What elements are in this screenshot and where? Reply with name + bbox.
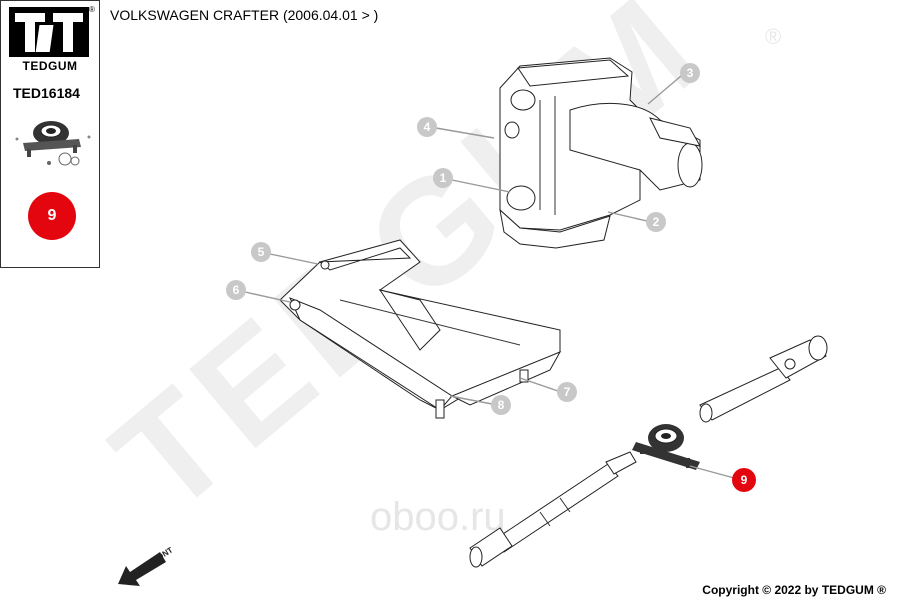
callout-7[interactable]: 7 — [519, 377, 577, 402]
callout-7-label: 7 — [564, 385, 571, 399]
callout-8[interactable]: 8 — [449, 395, 511, 415]
callout-9[interactable]: 9 — [689, 465, 756, 492]
copyright-notice: Copyright © 2022 by TEDGUM ® — [702, 583, 886, 597]
callout-9-label: 9 — [741, 473, 748, 487]
highlight-badge[interactable]: 9 — [28, 192, 76, 240]
tedgum-logo-icon — [9, 7, 89, 57]
callout-5-label: 5 — [258, 245, 265, 259]
callout-4-label: 4 — [424, 120, 431, 134]
engine-assembly — [499, 57, 703, 249]
callout-8-label: 8 — [498, 398, 505, 412]
brand-name: TEDGUM — [22, 59, 78, 73]
front-direction-arrow-icon: FRONT — [118, 545, 175, 586]
callout-3-label: 3 — [687, 66, 694, 80]
front-prop-shaft — [469, 451, 637, 568]
callout-2-label: 2 — [653, 215, 660, 229]
callout-2[interactable]: 2 — [607, 211, 666, 232]
center-bearing-part[interactable] — [632, 424, 700, 470]
callout-6-label: 6 — [233, 283, 240, 297]
page-title: VOLKSWAGEN CRAFTER (2006.04.01 > ) — [110, 7, 379, 23]
subframe-assembly — [279, 239, 562, 419]
callout-4[interactable]: 4 — [417, 117, 495, 139]
callout-6[interactable]: 6 — [226, 280, 291, 303]
callout-1-label: 1 — [440, 171, 447, 185]
part-number: TED16184 — [13, 85, 80, 101]
sidebar-panel: TEDGUM ® TED16184 9 — [0, 0, 100, 268]
center-bearing-thumbnail-icon — [15, 121, 91, 166]
rear-prop-shaft — [699, 335, 828, 423]
callout-3[interactable]: 3 — [647, 63, 700, 105]
callout-5[interactable]: 5 — [251, 242, 319, 265]
registered-mark: ® — [89, 5, 95, 14]
callout-1[interactable]: 1 — [433, 168, 511, 193]
